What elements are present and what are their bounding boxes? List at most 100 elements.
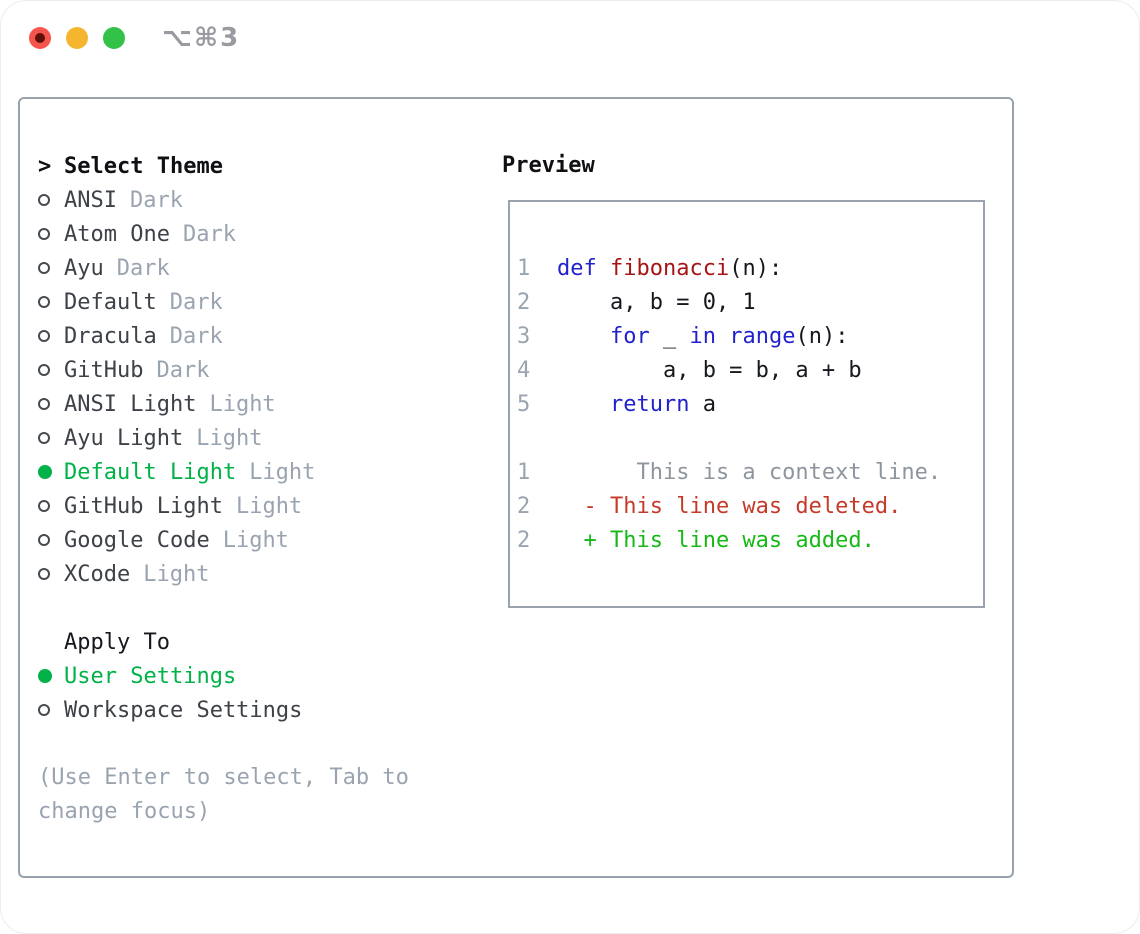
theme-variant: Light	[235, 493, 303, 519]
code-token: _	[649, 323, 690, 349]
radio-icon	[38, 432, 50, 444]
theme-name: ANSI	[64, 187, 117, 213]
apply-to-option[interactable]: User Settings	[38, 659, 488, 693]
spacer	[38, 591, 488, 625]
code-token: a	[689, 391, 716, 417]
radio-icon	[38, 398, 50, 410]
code-token: - This line was deleted.	[557, 493, 902, 519]
radio-icon	[38, 534, 50, 546]
apply-to-heading: Apply To	[38, 625, 488, 659]
window-title: ⌥⌘3	[162, 23, 241, 53]
apply-to-heading-label: Apply To	[64, 629, 170, 655]
code-token	[716, 324, 729, 349]
radio-selected-icon	[38, 465, 52, 479]
zoom-button[interactable]	[103, 27, 125, 49]
radio-icon	[38, 704, 50, 716]
line-number: 5	[517, 391, 531, 417]
radio-icon	[38, 568, 50, 580]
code-line: 2 a, b = 0, 1	[510, 285, 983, 319]
radio-icon	[38, 296, 50, 308]
theme-name: Google Code	[64, 527, 210, 553]
apply-to-label: Workspace Settings	[64, 697, 303, 723]
code-line: 2 + This line was added.	[510, 523, 983, 557]
radio-selected-icon	[38, 669, 52, 683]
theme-option[interactable]: GitHub Dark	[38, 353, 488, 387]
theme-option[interactable]: Dracula Dark	[38, 319, 488, 353]
theme-name: Default	[64, 289, 157, 315]
code-token: for	[609, 323, 650, 349]
line-number: 2	[517, 289, 531, 315]
theme-variant: Dark	[169, 323, 223, 349]
code-line: 5 return a	[510, 387, 983, 421]
theme-variant: Dark	[116, 255, 170, 281]
code-line: 1 This is a context line.	[510, 455, 983, 489]
theme-name: Ayu Light	[64, 425, 184, 451]
radio-icon	[38, 228, 50, 240]
code-token	[557, 324, 610, 349]
code-token: + This line was added.	[557, 527, 875, 553]
spacer	[38, 727, 488, 761]
theme-name: Default Light	[64, 459, 237, 485]
theme-option[interactable]: Ayu Dark	[38, 251, 488, 285]
theme-name: Dracula	[64, 323, 157, 349]
theme-name: XCode	[64, 561, 131, 587]
theme-variant: Light	[143, 561, 210, 587]
radio-icon	[38, 364, 50, 376]
code-token: range	[729, 323, 796, 349]
theme-option[interactable]: Google Code Light	[38, 523, 488, 557]
focus-caret: >	[38, 153, 52, 179]
line-number: 3	[517, 323, 531, 349]
code-line: 1 def fibonacci(n):	[510, 251, 983, 285]
code-line: 3 for _ in range(n):	[510, 319, 983, 353]
titlebar: ⌥⌘3	[0, 0, 1140, 76]
minimize-button[interactable]	[66, 27, 88, 49]
code-line	[510, 421, 983, 455]
theme-variant: Dark	[156, 357, 210, 383]
radio-icon	[38, 262, 50, 274]
line-number: 1	[517, 255, 531, 281]
theme-option[interactable]: XCode Light	[38, 557, 488, 591]
theme-variant: Light	[249, 459, 316, 485]
apply-to-option[interactable]: Workspace Settings	[38, 693, 488, 727]
radio-icon	[38, 500, 50, 512]
code-token: fibonacci	[609, 255, 730, 281]
theme-name: GitHub Light	[64, 493, 223, 519]
code-token: This is a context line.	[557, 459, 942, 485]
apply-to-label: User Settings	[64, 663, 237, 689]
select-theme-heading: > Select Theme	[38, 149, 488, 183]
code-token	[557, 392, 610, 417]
theme-option[interactable]: GitHub Light Light	[38, 489, 488, 523]
code-line: 2 - This line was deleted.	[510, 489, 983, 523]
theme-option[interactable]: ANSI Light Light	[38, 387, 488, 421]
code-line: 4 a, b = b, a + b	[510, 353, 983, 387]
theme-variant: Dark	[182, 221, 236, 247]
radio-icon	[38, 194, 50, 206]
close-dot-icon	[35, 33, 45, 43]
code-token: def	[557, 255, 610, 281]
line-number: 2	[517, 527, 531, 553]
theme-name: ANSI Light	[64, 391, 197, 417]
code-token: a, b = 0, 1	[557, 289, 756, 315]
hint-line: (Use Enter to select, Tab to	[38, 765, 409, 790]
theme-name: GitHub	[64, 357, 144, 383]
theme-name: Ayu	[64, 255, 104, 281]
code-token: (n):	[729, 255, 783, 281]
code-token: a, b = b, a + b	[557, 357, 862, 383]
line-number: 2	[517, 493, 531, 519]
theme-variant: Light	[222, 527, 289, 553]
theme-option[interactable]: Default Light Light	[38, 455, 488, 489]
code-token: in	[689, 323, 716, 349]
theme-variant: Light	[209, 391, 276, 417]
close-button[interactable]	[29, 27, 51, 49]
